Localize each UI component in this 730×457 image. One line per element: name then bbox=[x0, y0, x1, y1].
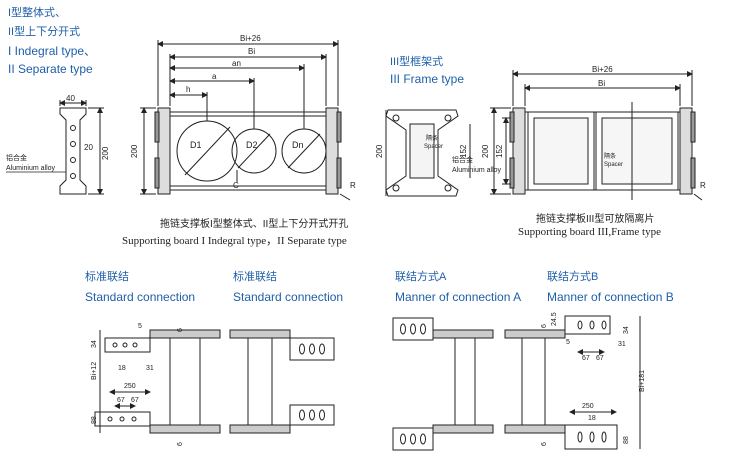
dim-20-label: 20 bbox=[84, 143, 93, 152]
dim-bi12-label: Bi+12 bbox=[91, 362, 98, 380]
right-caption-cn: 拖链支撑板III型可放隔离片 bbox=[536, 214, 655, 225]
dim-bi-right-label: Bi bbox=[598, 79, 605, 88]
dim-34-std-label: 34 bbox=[91, 340, 98, 348]
spacer-en-side-label: Spacer bbox=[424, 144, 443, 150]
hole-d2-label: D2 bbox=[246, 140, 258, 150]
dim-31-mb-label: 31 bbox=[618, 341, 626, 348]
manner-b-connection bbox=[504, 315, 641, 450]
type3-en-label: III Frame type bbox=[390, 72, 465, 86]
dim-6-std-bottom-label: 6 bbox=[177, 442, 184, 446]
hole-dn-label: Dn bbox=[292, 140, 304, 150]
spacer-cn-side-label: 隔条 bbox=[426, 134, 438, 142]
alloy-cn-label: 铝合金 bbox=[6, 153, 27, 162]
std1-cn-label: 标准联结 bbox=[85, 271, 129, 283]
manner-a-cn-label: 联结方式A bbox=[395, 271, 447, 283]
dim-bi26-right-label: Bi+26 bbox=[592, 65, 613, 74]
type1-cn-label: I型整体式、 bbox=[8, 7, 67, 19]
front-view-type1 bbox=[140, 40, 351, 201]
hole-d1-label: D1 bbox=[190, 140, 202, 150]
radius-r-left-label: R bbox=[350, 181, 356, 190]
manner-b-en-label: Manner of connection B bbox=[547, 290, 674, 304]
manner-b-cn-label: 联结方式B bbox=[547, 271, 599, 283]
type1-en-label: I Indegral type、 bbox=[8, 44, 97, 58]
left-caption-en: Supporting board I Indegral type，II Sepa… bbox=[122, 235, 347, 247]
std2-en-label: Standard connection bbox=[233, 290, 344, 304]
dim-200-front-label: 200 bbox=[130, 144, 139, 158]
left-caption-cn: 拖链支撑板I型整体式、II型上下分开式开孔 bbox=[160, 219, 349, 230]
dim-bi26-left-label: Bi+26 bbox=[240, 34, 261, 43]
dim-152-side-label: 152 bbox=[459, 144, 468, 158]
alloy-en-label: Aluminium alloy bbox=[6, 165, 56, 172]
std1-en-label: Standard connection bbox=[85, 290, 196, 304]
radius-r-right-label: R bbox=[700, 181, 706, 190]
front-view-type3 bbox=[490, 70, 703, 201]
profile-side-view bbox=[59, 100, 104, 195]
dim-h-label: h bbox=[186, 85, 190, 94]
dim-6-std-top-label: 6 bbox=[177, 328, 184, 332]
manner-a-connection bbox=[392, 317, 494, 451]
dim-200-left-label: 200 bbox=[101, 146, 110, 160]
dim-67a-mb-label: 67 bbox=[582, 355, 590, 362]
dim-152-front-label: 152 bbox=[495, 144, 504, 158]
dim-6-mb-top-label: 6 bbox=[541, 324, 548, 328]
type3-cn-label: III型框架式 bbox=[390, 56, 444, 68]
dim-34-mb-label: 34 bbox=[623, 326, 630, 334]
dim-88-mb-label: 88 bbox=[623, 436, 630, 444]
type2-en-label: II Separate type bbox=[8, 62, 93, 76]
dim-6-mb-bottom-label: 6 bbox=[541, 442, 548, 446]
dim-67a-std-label: 67 bbox=[117, 397, 125, 404]
dim-5-std-label: 5 bbox=[138, 323, 142, 330]
dim-bi181-label: Bi+181 bbox=[639, 370, 646, 392]
dim-200-frame-front-label: 200 bbox=[481, 144, 490, 158]
manner-a-en-label: Manner of connection A bbox=[395, 290, 522, 304]
dim-200-frame-side-label: 200 bbox=[375, 144, 384, 158]
std-connection-1 bbox=[94, 329, 221, 434]
dim-c-label: C bbox=[233, 181, 239, 190]
dim-88-std-label: 88 bbox=[91, 416, 98, 424]
dim-a-label: a bbox=[212, 72, 217, 81]
alloy-en-frame-label: Aluminium alloy bbox=[452, 167, 502, 174]
dim-67b-mb-label: 67 bbox=[596, 355, 604, 362]
dim-24-5-label: 24.5 bbox=[551, 312, 558, 326]
right-caption-en: Supporting board III,Frame type bbox=[518, 226, 661, 238]
type2-cn-label: II型上下分开式 bbox=[8, 26, 81, 38]
frame-side-view bbox=[385, 109, 471, 197]
dim-18-std-label: 18 bbox=[118, 365, 126, 372]
spacer-en-front-label: Spacer bbox=[604, 162, 623, 168]
dim-250-std-label: 250 bbox=[124, 383, 136, 390]
dim-250-mb-label: 250 bbox=[582, 403, 594, 410]
dim-bi-left-label: Bi bbox=[248, 47, 255, 56]
dim-an-label: an bbox=[232, 59, 241, 68]
dim-18-mb-label: 18 bbox=[588, 415, 596, 422]
std2-cn-label: 标准联结 bbox=[233, 271, 277, 283]
alloy-cn-frame-label: 铝合金 bbox=[452, 155, 473, 164]
dim-31-std-label: 31 bbox=[146, 365, 154, 372]
dim-5-mb-label: 5 bbox=[566, 339, 570, 346]
std-connection-2 bbox=[229, 329, 335, 434]
dim-67b-std-label: 67 bbox=[131, 397, 139, 404]
spacer-cn-front-label: 隔条 bbox=[604, 152, 616, 160]
dim-40-label: 40 bbox=[66, 94, 75, 103]
